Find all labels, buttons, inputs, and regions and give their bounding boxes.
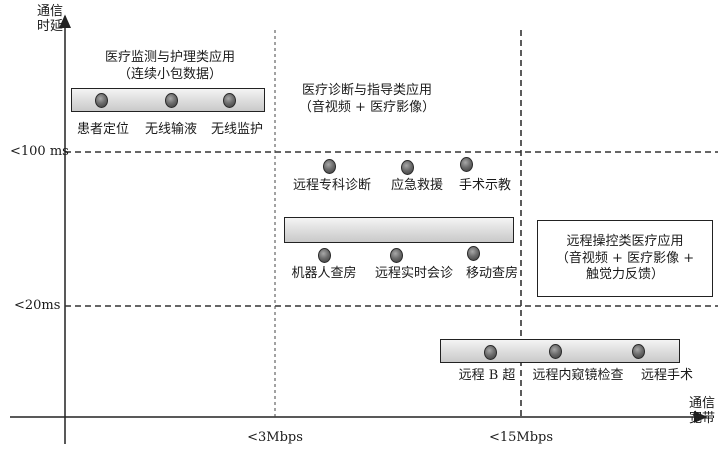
bandwidth-3mbps-label: <3Mbps — [247, 430, 303, 445]
group1-item-3: 无线监护 — [210, 122, 263, 137]
x-axis-title: 通信 宽带 — [684, 396, 720, 426]
group2-row1-item-2: 应急救援 — [390, 178, 443, 193]
group3-title: 远程操控类医疗应用 — [566, 234, 684, 249]
latency-20ms-label: <20ms — [14, 298, 61, 313]
group2-row2-dot-2 — [390, 248, 403, 263]
group2-bar — [284, 217, 514, 243]
group2-row2-dot-3 — [467, 246, 480, 261]
group4-item-2: 远程内窥镜检查 — [532, 368, 624, 383]
group2-row1-item-1: 远程专科诊断 — [292, 178, 371, 193]
group1-item-1: 患者定位 — [76, 122, 129, 137]
x-axis-title-line2: 宽带 — [688, 411, 715, 426]
group2-row1-dot-3 — [460, 157, 473, 172]
group4-dot-3 — [632, 344, 645, 359]
group2-row2-dot-1 — [318, 248, 331, 263]
group3-box: 远程操控类医疗应用 （音视频 + 医疗影像 + 触觉力反馈） — [537, 220, 713, 297]
group3-subtitle-line1: （音视频 + 医疗影像 + — [555, 251, 695, 266]
group2-subtitle: （音视频 + 医疗影像） — [298, 100, 436, 115]
group1-dot-1 — [95, 93, 108, 108]
group1-subtitle: （连续小包数据） — [117, 67, 222, 82]
group1-dot-3 — [223, 93, 236, 108]
y-axis-title-line2: 时延 — [36, 19, 63, 34]
group2-row2-item-2: 远程实时会诊 — [374, 266, 453, 281]
y-axis-title: 通信 时延 — [33, 4, 67, 34]
bandwidth-15mbps-label: <15Mbps — [488, 430, 554, 445]
group2-row1-dot-1 — [323, 159, 336, 174]
group1-title: 医疗监测与护理类应用 — [104, 50, 235, 65]
group4-dot-2 — [549, 344, 562, 359]
group1-dot-2 — [165, 93, 178, 108]
group4-item-1: 远程 B 超 — [458, 368, 516, 383]
group2-row2-item-3: 移动查房 — [465, 266, 518, 281]
group4-item-3: 远程手术 — [640, 368, 693, 383]
group2-row1-item-3: 手术示教 — [458, 178, 511, 193]
group4-dot-1 — [484, 345, 497, 360]
group2-row1-dot-2 — [401, 160, 414, 175]
y-axis-title-line1: 通信 — [36, 4, 63, 19]
group1-item-2: 无线输液 — [144, 122, 197, 137]
group3-subtitle-line2: 触觉力反馈） — [585, 267, 664, 282]
group2-title: 医疗诊断与指导类应用 — [301, 83, 432, 98]
group2-row2-item-1: 机器人查房 — [291, 266, 357, 281]
latency-100ms-label: <100 ms — [10, 144, 69, 159]
x-axis-title-line1: 通信 — [688, 396, 715, 411]
